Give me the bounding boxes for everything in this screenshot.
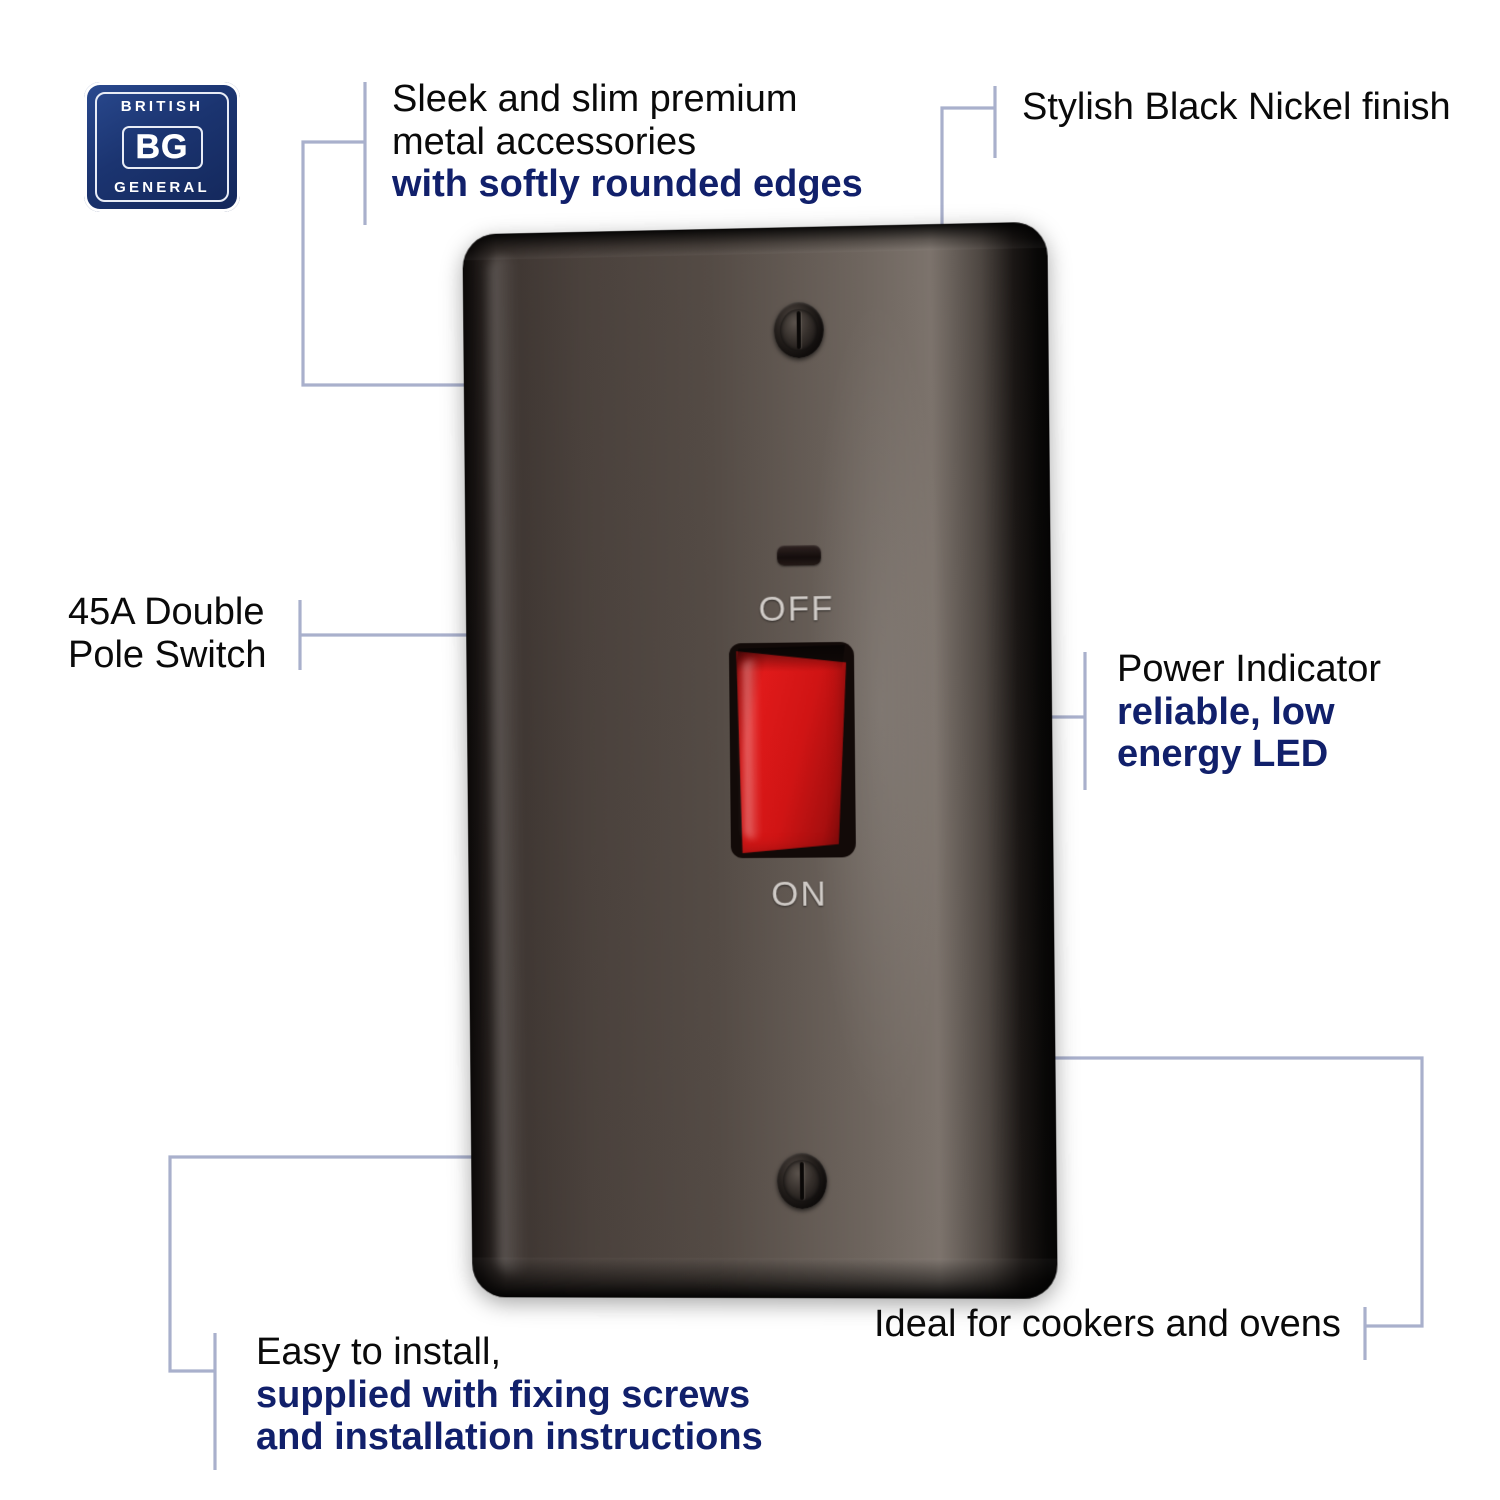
callout-line-emphasis: energy LED [1117,733,1329,776]
callout-black-nickel-finish: Stylish Black Nickel finish [1022,86,1451,129]
callout-line: Power Indicator [1117,648,1382,690]
callout-line-emphasis: reliable, low [1117,690,1335,733]
plate-edge-sheen [488,255,528,1276]
rocker-highlight [743,658,761,840]
callout-line: metal accessories [392,120,697,163]
bg-general-logo: BRITISH BG GENERAL [84,82,240,212]
callout-line-emphasis: and installation instructions [256,1416,763,1459]
red-rocker-switch[interactable] [728,641,856,859]
switch-label-on: ON [771,874,828,914]
callout-ideal-for-cookers: Ideal for cookers and ovens [874,1303,1341,1346]
bottom-fixing-screw [776,1152,828,1210]
logo-inner-frame: BRITISH BG GENERAL [95,92,229,202]
callout-power-indicator: Power Indicator reliable, low energy LED [1117,648,1381,776]
power-indicator-led [776,545,822,566]
logo-general-text: GENERAL [114,179,210,196]
switch-label-off: OFF [758,588,835,629]
switch-plate-product-image: OFF ON [455,221,1070,1303]
callout-line-emphasis: supplied with fixing screws [256,1373,751,1416]
callout-line: Stylish Black Nickel finish [1022,86,1451,128]
callout-45a-double-pole-switch: 45A Double Pole Switch [68,591,267,676]
screw-slot [796,311,802,350]
callout-line: Sleek and slim premium [392,78,798,120]
callout-sleek-and-slim: Sleek and slim premium metal accessories… [392,78,863,206]
logo-british-text: BRITISH [120,98,204,115]
black-nickel-faceplate: OFF ON [462,221,1058,1299]
callout-line: Easy to install, [256,1331,501,1373]
callout-line-emphasis: with softly rounded edges [392,163,863,206]
callout-line: Ideal for cookers and ovens [874,1303,1341,1345]
callout-line: 45A Double [68,591,265,633]
callout-line: Pole Switch [68,633,267,676]
logo-bg-monogram: BG [121,125,203,169]
callout-easy-to-install: Easy to install, supplied with fixing sc… [256,1331,763,1459]
screw-slot [799,1162,805,1201]
